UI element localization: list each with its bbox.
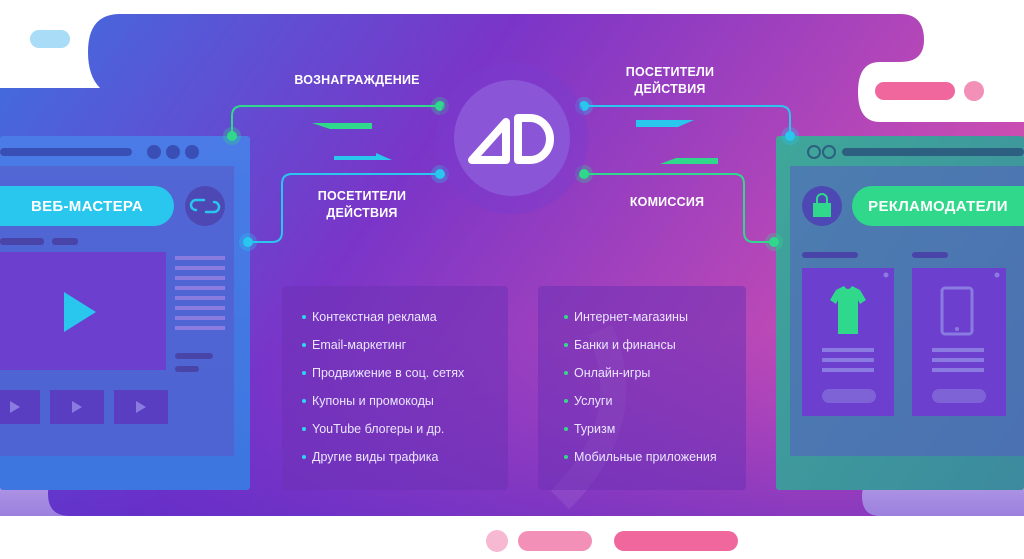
bullet-icon (302, 314, 306, 319)
list-item: Контекстная реклама (302, 309, 508, 337)
advertiser-categories-list: Интернет-магазины Банки и финансы Онлайн… (538, 286, 746, 477)
visitors-label-right: ПОСЕТИТЕЛИ ДЕЙСТВИЯ (625, 65, 715, 96)
list-item-label: Онлайн-игры (574, 366, 651, 380)
list-item: Продвижение в соц. сетях (302, 365, 508, 393)
bullet-icon (302, 454, 306, 459)
bullet-icon (564, 314, 568, 319)
advertisers-window (776, 136, 1024, 490)
bullet-icon (302, 342, 306, 347)
list-item-label: Контекстная реклама (312, 310, 437, 324)
advertiser-categories-panel: Интернет-магазины Банки и финансы Онлайн… (538, 286, 746, 490)
list-item: Купоны и промокоды (302, 393, 508, 421)
bullet-icon (564, 370, 568, 375)
list-item: Услуги (564, 393, 746, 421)
bullet-icon (564, 398, 568, 403)
list-item: Банки и финансы (564, 337, 746, 365)
list-item-label: Туризм (574, 422, 616, 436)
play-icon (64, 292, 96, 332)
list-item-label: Услуги (574, 394, 613, 408)
shopping-bag-icon (813, 193, 831, 217)
list-item-label: Email-маркетинг (312, 338, 407, 352)
list-item: Онлайн-игры (564, 365, 746, 393)
ad-logo (436, 62, 588, 214)
advertisers-title: РЕКЛАМОДАТЕЛИ (852, 186, 1024, 226)
list-item-label: Интернет-магазины (574, 310, 688, 324)
list-item: Другие виды трафика (302, 449, 508, 477)
connector-nodes (223, 97, 799, 251)
commission-label: КОМИССИЯ (629, 195, 705, 209)
bullet-icon (564, 426, 568, 431)
flow-arrows (312, 120, 718, 164)
bullet-icon (302, 370, 306, 375)
webmasters-title: ВЕБ-МАСТЕРА (0, 186, 174, 226)
bullet-icon (564, 342, 568, 347)
list-item-label: Купоны и промокоды (312, 394, 434, 408)
list-item-label: Продвижение в соц. сетях (312, 366, 465, 380)
list-item: Интернет-магазины (564, 309, 746, 337)
list-item-label: Мобильные приложения (574, 450, 717, 464)
tshirt-icon (830, 286, 866, 334)
list-item-label: Другие виды трафика (312, 450, 439, 464)
list-item-label: Банки и финансы (574, 338, 676, 352)
list-item: YouTube блогеры и др. (302, 421, 508, 449)
phone-icon (940, 286, 974, 336)
traffic-sources-list: Контекстная реклама Email-маркетинг Прод… (282, 286, 508, 477)
link-icon (189, 198, 221, 214)
list-item: Туризм (564, 421, 746, 449)
bullet-icon (564, 454, 568, 459)
list-item-label: YouTube блогеры и др. (312, 422, 445, 436)
bullet-icon (302, 398, 306, 403)
list-item: Email-маркетинг (302, 337, 508, 365)
flow-connectors (231, 105, 791, 243)
list-item: Мобильные приложения (564, 449, 746, 477)
reward-label: ВОЗНАГРАЖДЕНИЕ (294, 73, 420, 87)
bullet-icon (302, 426, 306, 431)
traffic-sources-panel: Контекстная реклама Email-маркетинг Прод… (282, 286, 508, 490)
visitors-label-left: ПОСЕТИТЕЛИ ДЕЙСТВИЯ (317, 189, 407, 220)
